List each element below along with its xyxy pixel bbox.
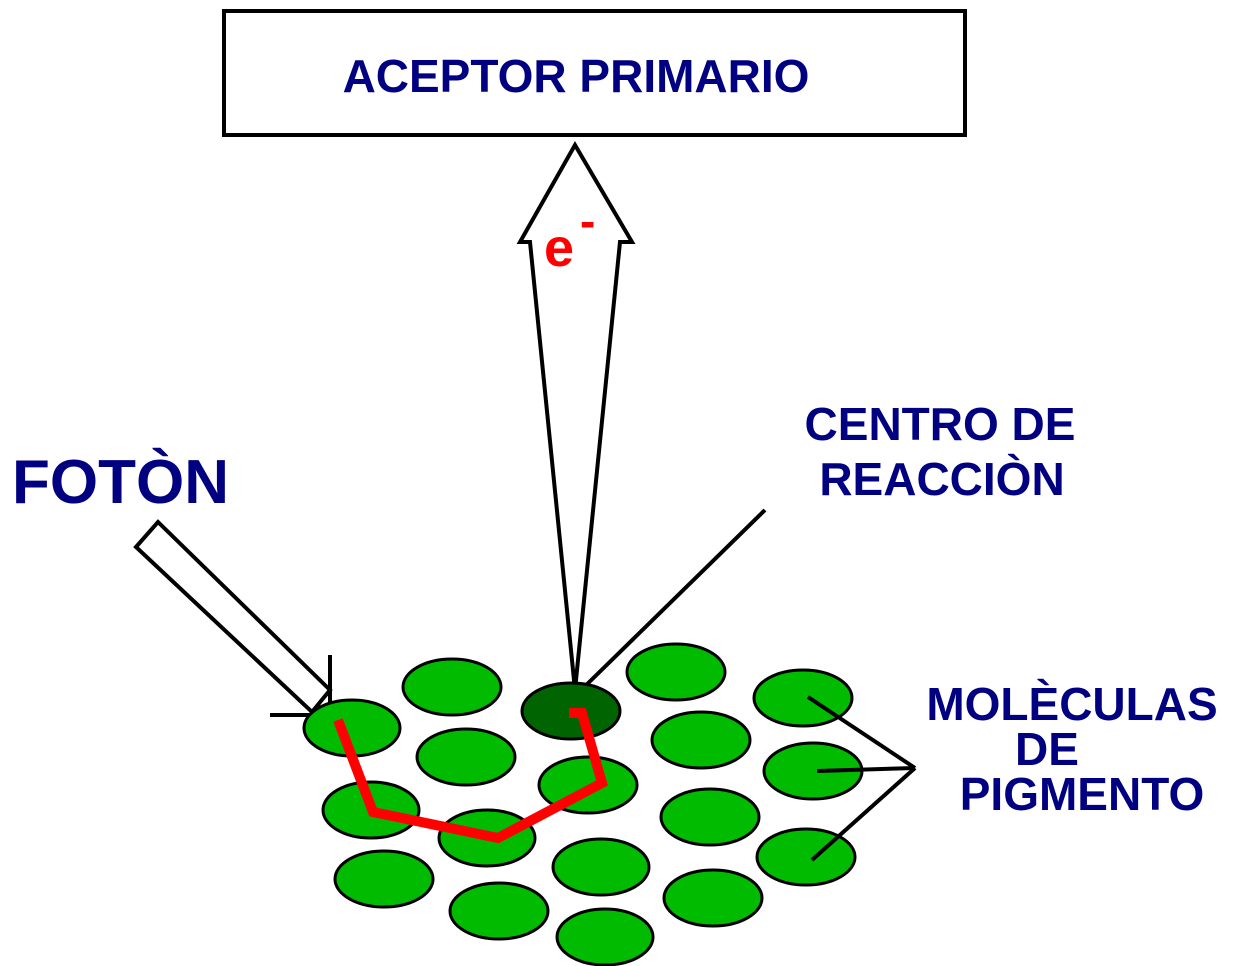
primary-acceptor-label: ACEPTOR PRIMARIO	[343, 50, 810, 102]
reaction-center-callout: CENTRO DE REACCIÒN	[573, 398, 1076, 698]
photon-label: FOTÒN	[12, 448, 229, 517]
pigment-molecule	[551, 837, 651, 897]
pigment-label-line3: PIGMENTO	[960, 768, 1205, 820]
pigment-molecules	[302, 642, 864, 966]
pigment-molecule	[415, 727, 517, 787]
pigment-label-line1: MOLÈCULAS	[926, 678, 1217, 730]
pigment-molecule	[659, 787, 761, 847]
pigment-molecule	[333, 849, 435, 909]
reaction-center-label-line1: CENTRO DE	[805, 398, 1076, 450]
photon-arrow-shaft	[133, 519, 333, 715]
pigment-pointer-bottom	[810, 766, 917, 862]
electron-symbol: e	[544, 218, 574, 278]
pigment-molecule	[555, 907, 655, 966]
electron-arrow-shape	[516, 140, 636, 691]
primary-acceptor-box	[222, 9, 967, 137]
pigment-pointer-middle	[816, 766, 916, 773]
pigment-molecule	[625, 642, 727, 702]
reaction-center-label-line2: REACCIÒN	[819, 453, 1064, 505]
electron-arrow: e -	[516, 140, 636, 691]
pigment-pointer-top	[806, 695, 917, 770]
pigment-molecule	[448, 881, 550, 941]
pigment-callout: MOLÈCULAS DE PIGMENTO	[806, 678, 1218, 862]
pigment-molecule	[401, 657, 503, 717]
electron-charge: -	[580, 195, 595, 247]
primary-acceptor: ACEPTOR PRIMARIO	[222, 9, 967, 137]
reaction-center-pointer	[573, 508, 767, 698]
pigment-label-line2: DE	[1015, 723, 1079, 775]
pigment-molecule	[650, 710, 752, 770]
photon: FOTÒN	[12, 448, 333, 717]
pigment-molecule	[662, 868, 764, 928]
energy-transfer-path	[333, 708, 608, 844]
